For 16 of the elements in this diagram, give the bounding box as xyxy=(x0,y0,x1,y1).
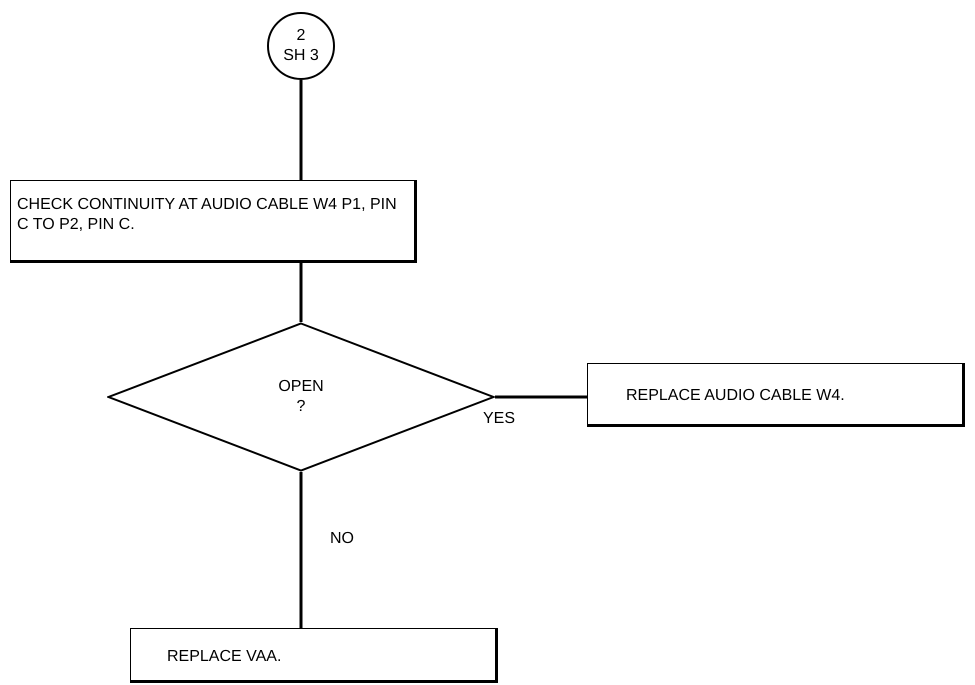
process-box xyxy=(10,180,417,263)
process-box xyxy=(587,363,965,427)
node-text: REPLACE AUDIO CABLE W4. xyxy=(626,386,846,406)
process-box xyxy=(130,628,498,683)
connector-line xyxy=(300,80,302,180)
edge-label: NO xyxy=(330,530,354,548)
node-text: SH 3 xyxy=(283,46,319,66)
node-text: REPLACE VAA. xyxy=(167,647,282,667)
node-text: 2 xyxy=(296,26,306,46)
connector-line xyxy=(300,263,302,322)
node-text: OPEN xyxy=(278,377,324,397)
connector-line xyxy=(300,472,302,628)
node-text: CHECK CONTINUITY AT AUDIO CABLE W4 P1, PIN C TO P2, PIN C. xyxy=(17,195,398,235)
node-text: ? xyxy=(296,397,306,417)
edge-label: YES xyxy=(483,410,516,428)
connector-line xyxy=(495,396,587,398)
